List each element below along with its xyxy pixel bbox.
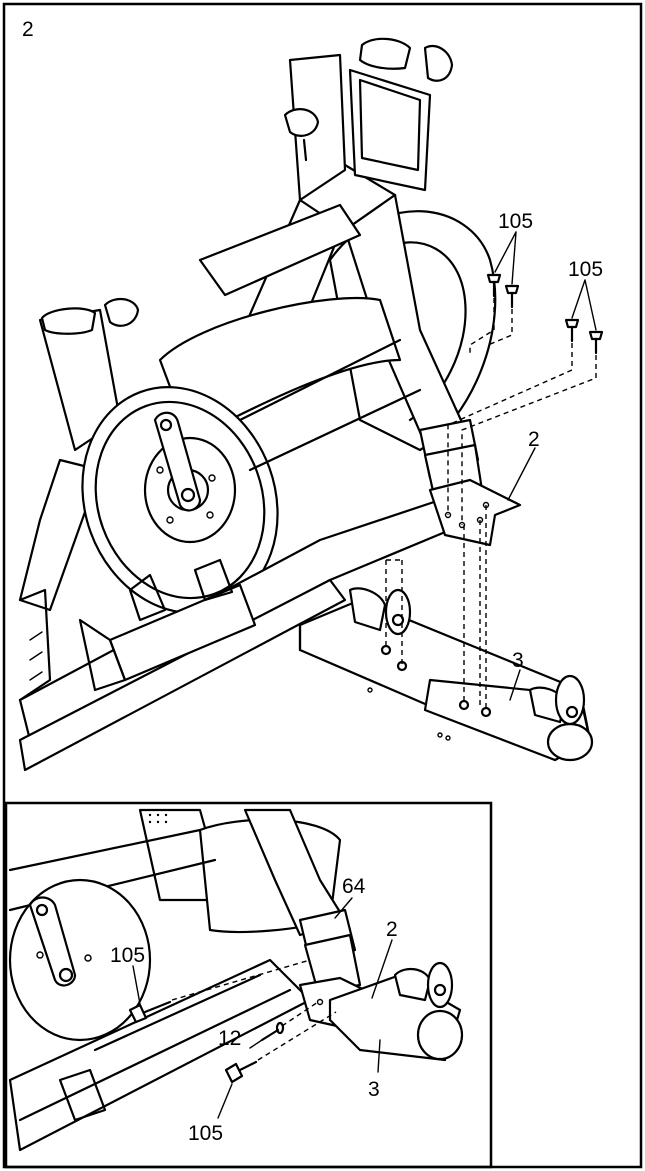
inset-washer — [260, 1021, 285, 1042]
inset-dash-upper — [171, 959, 311, 1001]
callout-105-inset-upper: 105 — [110, 944, 145, 967]
main-view: 105 105 2 3 — [18, 37, 604, 772]
inset-view: 64 2 105 12 3 105 — [4, 801, 493, 1169]
leader-3 — [509, 669, 521, 701]
leader-2 — [507, 447, 536, 501]
step-number: 2 — [22, 18, 34, 41]
callout-12-inset: 12 — [218, 1027, 241, 1050]
callout-2-main: 2 — [528, 428, 540, 451]
leader-105-b — [571, 279, 597, 331]
inset-leader-105-upper — [132, 965, 141, 1005]
inset-leader-12 — [249, 1039, 263, 1049]
inset-bolt-lower — [224, 1060, 258, 1084]
inset-front-stabilizer — [328, 961, 464, 1062]
front-bracket — [428, 478, 522, 547]
inset-crank — [8, 878, 152, 1042]
inset-frame — [4, 801, 493, 1169]
inset-bolt-upper — [128, 1000, 172, 1024]
leader-105-a — [494, 231, 517, 285]
inset-leader-105-lower — [217, 1083, 233, 1119]
inset-leader-64 — [334, 897, 353, 919]
bolt-105-group-1 — [486, 273, 520, 309]
inset-leader-2 — [371, 939, 393, 999]
callout-105-inset-lower: 105 — [188, 1122, 223, 1145]
inset-leader-3 — [377, 1039, 381, 1073]
assembly-guides — [385, 298, 597, 712]
callout-3-main: 3 — [512, 649, 524, 672]
inset-dash-lower — [257, 1011, 337, 1061]
bolt-105-group-2 — [564, 318, 604, 355]
callout-105-b: 105 — [568, 258, 603, 281]
callout-64-inset: 64 — [342, 875, 366, 898]
callout-2-inset: 2 — [386, 918, 398, 941]
front-stabilizer — [298, 587, 594, 762]
base-rails — [18, 498, 452, 772]
inset-dash-washer — [281, 1001, 319, 1027]
callout-105-a: 105 — [498, 210, 533, 233]
callout-3-inset: 3 — [368, 1078, 380, 1101]
inset-bike-frame — [8, 808, 347, 937]
